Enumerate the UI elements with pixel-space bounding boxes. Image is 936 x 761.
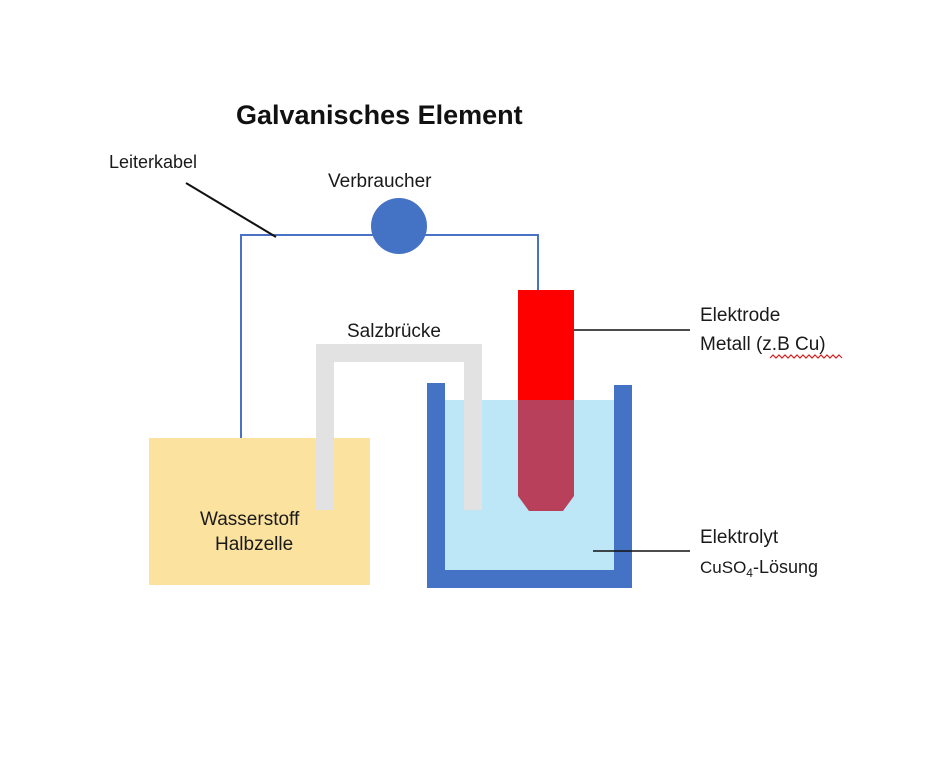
electrode-submerged [518,400,574,511]
wire-label: Leiterkabel [109,152,197,172]
load-circle [371,198,427,254]
beaker-right-wall [614,385,632,588]
electrode-label-line1: Elektrode [700,305,780,326]
load-label: Verbraucher [328,171,432,192]
electrode-label-line2: Metall (z.B Cu) [700,334,826,355]
salt-bridge [316,344,482,510]
salt-bridge-label: Salzbrücke [347,321,441,342]
wire-leader-line [185,182,277,238]
spellcheck-underline [769,354,843,359]
half-cell-label-line2: Halbzelle [215,534,293,555]
electrolyte-formula-main: CuSO [700,558,746,577]
half-cell-label-line1: Wasserstoff [200,509,300,530]
beaker-left-wall [427,383,445,588]
electrolyte-formula-subscript: 4 [746,566,753,580]
electrolyte-label-line2: CuSO4-Lösung [700,557,818,580]
diagram-title: Galvanisches Element [236,100,523,130]
electrode-above-solution [518,290,574,400]
beaker-bottom [427,570,632,588]
electrolyte-formula-rest: -Lösung [753,557,818,577]
electrolyte-label-line1: Elektrolyt [700,527,779,548]
